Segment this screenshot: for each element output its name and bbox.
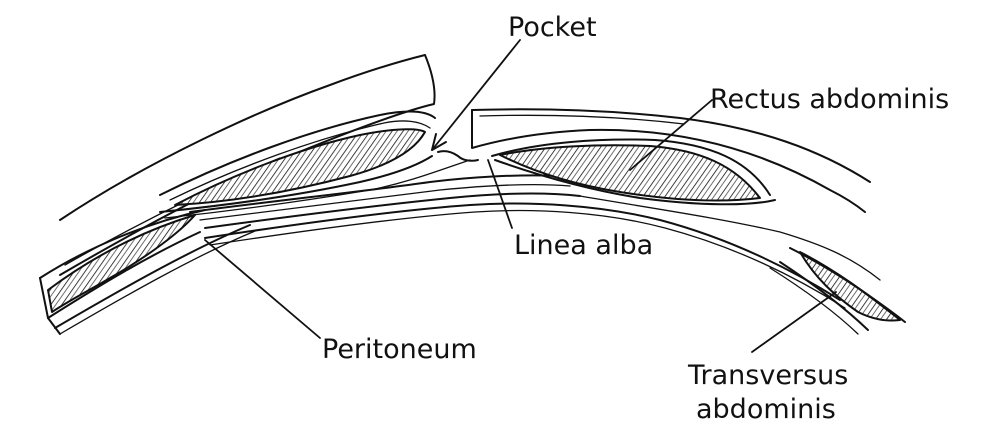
transversus-leader-line	[751, 291, 837, 353]
left-outer-layer	[59, 54, 426, 221]
central-band-upper	[189, 174, 561, 213]
transversus-label-line2: abdominis	[696, 394, 836, 425]
right-sheath-upper	[491, 138, 771, 196]
transversus-label-line1: Transversus	[687, 360, 848, 391]
rectus-abdominis-label: Rectus abdominis	[710, 84, 949, 115]
left-outer-flap-end	[59, 54, 436, 276]
left-sheath-lower	[159, 155, 433, 213]
right-sheath-lower	[494, 159, 776, 206]
left-rectus-muscle	[174, 128, 426, 206]
left-lower-boundary-top	[39, 209, 206, 279]
right-rectus-muscle	[499, 144, 761, 202]
pocket-label: Pocket	[508, 12, 597, 43]
linea-alba-label: Linea alba	[514, 230, 653, 261]
left-lower-muscle	[47, 214, 196, 313]
pocket-leader-line	[431, 39, 521, 151]
central-band-lower	[204, 192, 581, 229]
left-bottom-layer-2	[59, 230, 256, 335]
right-lower-layer-3	[769, 267, 859, 335]
left-sheath-upper-2	[169, 120, 431, 201]
peritoneum-leader-line	[204, 239, 321, 339]
left-edge	[39, 277, 61, 335]
right-sheath-lower-2	[579, 195, 881, 281]
right-outer-top-2	[479, 114, 685, 125]
peritoneum-label: Peritoneum	[322, 334, 477, 365]
left-sheath-upper	[159, 110, 436, 196]
peritoneum-layer-2	[209, 209, 846, 309]
right-outer-top	[471, 108, 871, 183]
rectus-leader-line	[629, 99, 713, 171]
right-lower-layer-1	[789, 247, 906, 323]
peritoneum-layer	[204, 202, 841, 301]
left-lower-boundary-bottom	[47, 231, 201, 319]
pocket-notch	[437, 150, 479, 162]
central-band-mid	[199, 183, 571, 221]
right-outer-layer	[471, 109, 866, 213]
linea-alba-leader-line	[487, 159, 513, 229]
pocket-arrowhead	[431, 133, 447, 151]
